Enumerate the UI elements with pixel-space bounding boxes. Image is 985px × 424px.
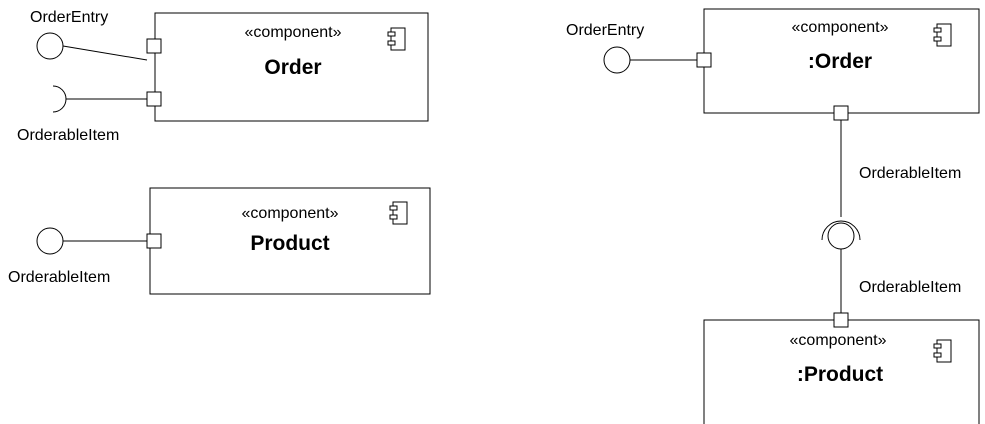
order-instance[interactable]: «component» :Order xyxy=(703,8,980,114)
component-icon xyxy=(933,339,952,363)
component-icon xyxy=(933,23,952,47)
order-component-box[interactable] xyxy=(154,12,429,122)
order-component[interactable]: «component» Order xyxy=(154,12,429,122)
order-stereotype: «component» xyxy=(245,24,342,41)
product-instance-name: :Product xyxy=(797,363,883,386)
assembly-required-label: OrderableItem xyxy=(859,165,961,182)
assembly-ball[interactable] xyxy=(827,222,855,250)
order-entry-port[interactable] xyxy=(146,38,162,54)
provided-interface-ball[interactable] xyxy=(36,227,64,255)
product-stereotype: «component» xyxy=(242,205,339,222)
required-interface-socket[interactable] xyxy=(52,85,67,113)
component-icon xyxy=(387,27,406,51)
orderable-item-port[interactable] xyxy=(146,91,162,107)
product-port[interactable] xyxy=(146,233,162,249)
order-instance-name: :Order xyxy=(808,50,872,73)
order-entry-connector xyxy=(62,45,148,61)
assembly-socket[interactable] xyxy=(821,220,861,241)
product-instance-port[interactable] xyxy=(833,312,849,328)
component-icon xyxy=(389,201,408,225)
product-name: Product xyxy=(250,232,329,255)
order-name: Order xyxy=(264,56,321,79)
assembly-provided-label: OrderableItem xyxy=(859,279,961,296)
order-instance-item-port[interactable] xyxy=(833,105,849,121)
order-instance-entry-port[interactable] xyxy=(696,52,712,68)
provided-interface-ball[interactable] xyxy=(36,32,64,60)
order-instance-entry-label: OrderEntry xyxy=(566,22,644,39)
orderable-item-label: OrderableItem xyxy=(17,127,119,144)
product-provided-label: OrderableItem xyxy=(8,269,110,286)
product-component-box[interactable] xyxy=(149,187,431,295)
order-entry-label: OrderEntry xyxy=(30,9,108,26)
provided-interface-ball[interactable] xyxy=(603,46,631,74)
order-instance-stereotype: «component» xyxy=(792,19,889,36)
product-instance-stereotype: «component» xyxy=(790,332,887,349)
product-component[interactable]: «component» Product xyxy=(149,187,431,295)
product-instance[interactable]: «component» :Product xyxy=(703,319,980,424)
